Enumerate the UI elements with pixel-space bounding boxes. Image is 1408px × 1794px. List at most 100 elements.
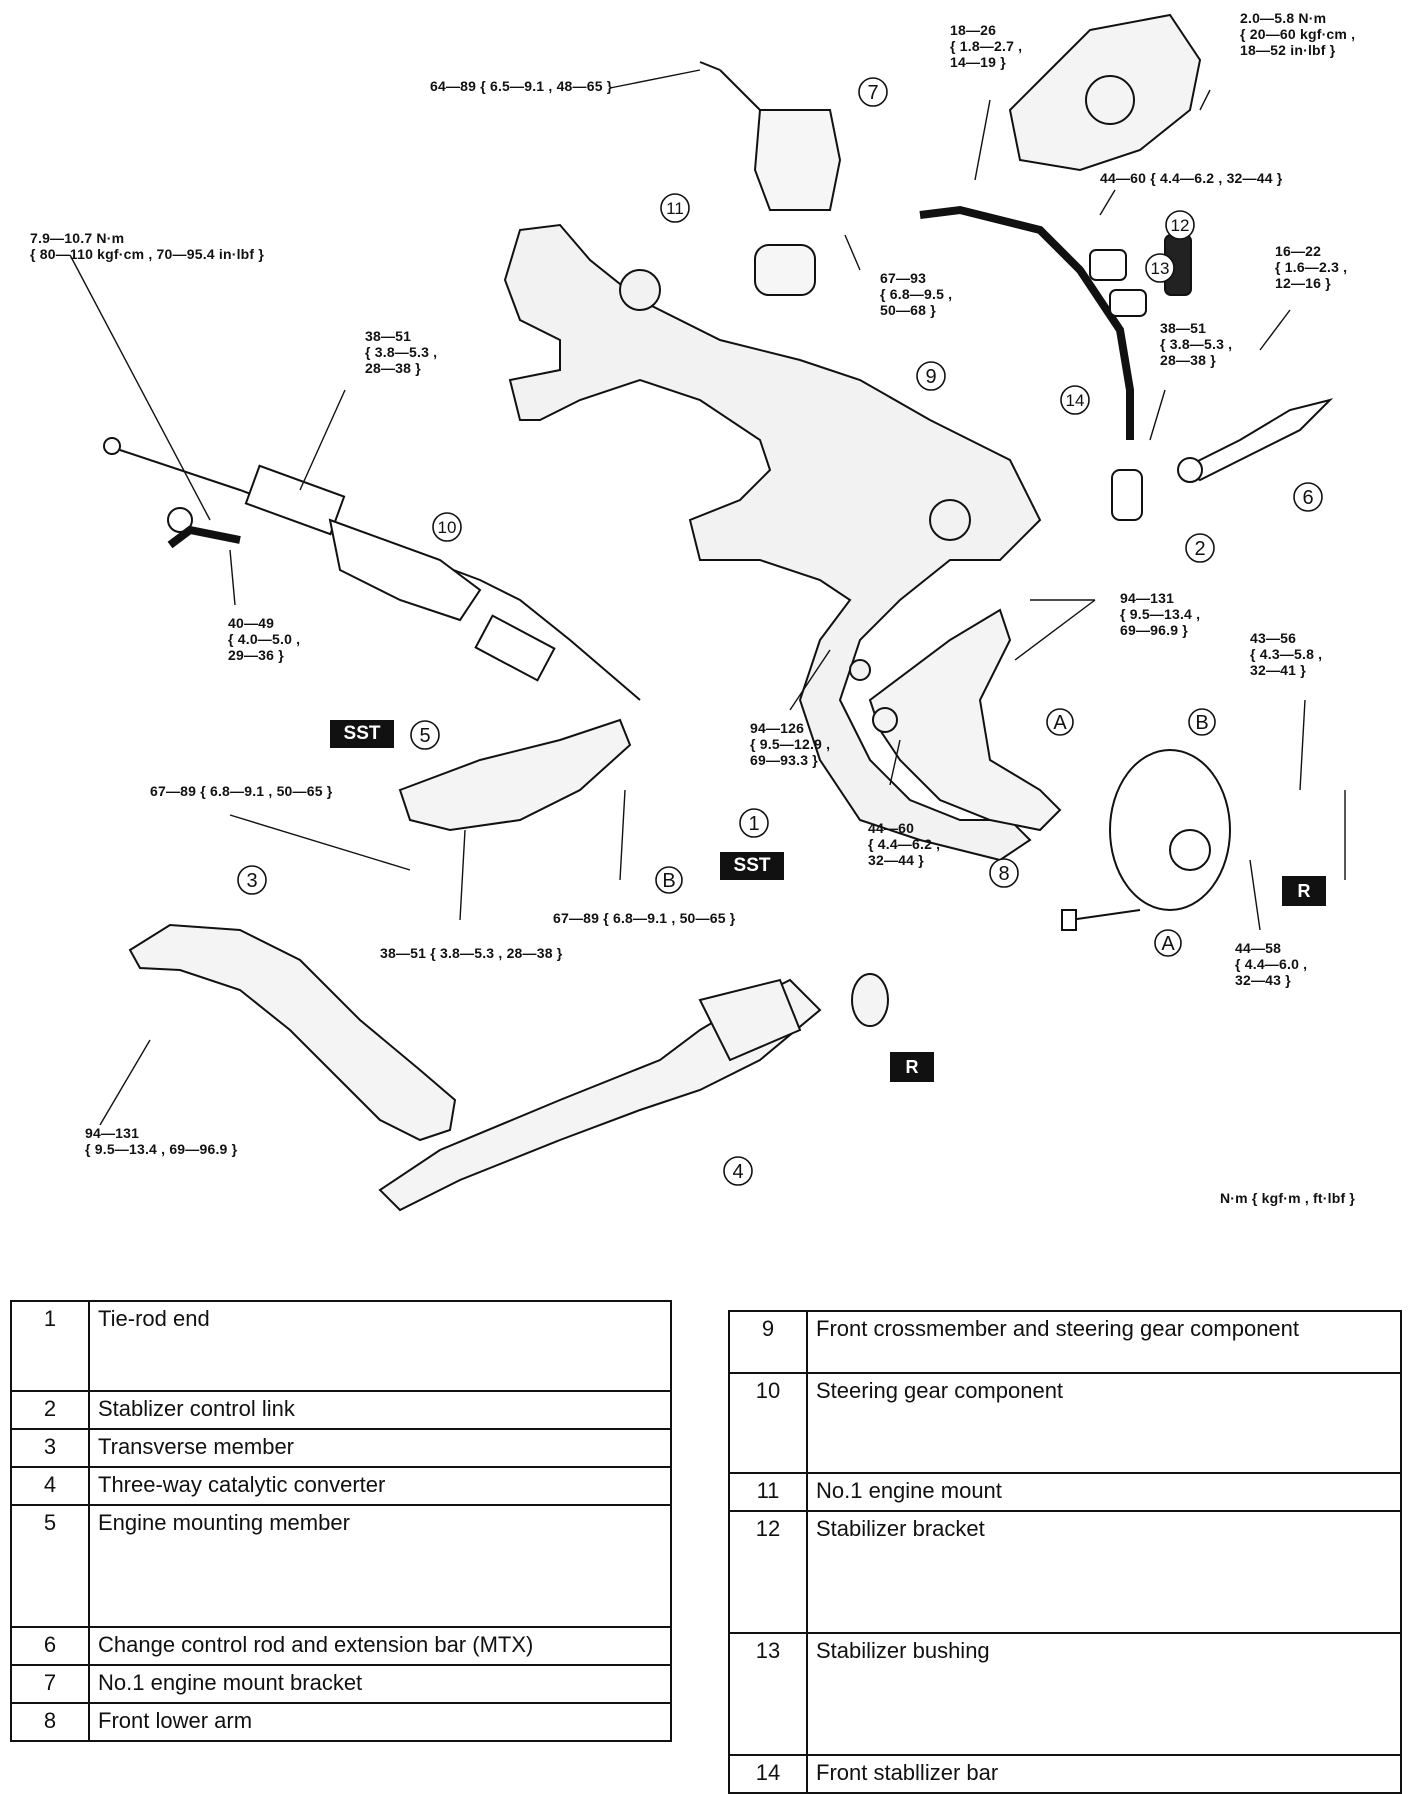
front-crossmember-shape [503, 223, 1042, 862]
r-badge: R [890, 1052, 934, 1082]
svg-text:6: 6 [1302, 487, 1313, 509]
legend-number: 12 [728, 1510, 808, 1634]
legend-part-name: Stablizer control link [88, 1390, 672, 1430]
change-control-rod-shape [1177, 398, 1334, 483]
svg-text:B: B [1195, 712, 1208, 734]
engine-mount-shapes [699, 61, 842, 296]
legend-part-name: No.1 engine mount bracket [88, 1664, 672, 1704]
letter-b-top: B [1188, 708, 1216, 736]
legend-part-name: Front stabllizer bar [806, 1754, 1402, 1794]
legend-number: 8 [10, 1702, 90, 1742]
legend-part-name: Front crossmember and steering gear comp… [806, 1310, 1402, 1374]
svg-text:B: B [662, 870, 675, 892]
torque-label: 94—126 { 9.5—12.9 , 69—93.3 } [750, 720, 831, 768]
legend-part-name: Three-way catalytic converter [88, 1466, 672, 1506]
svg-text:13: 13 [1151, 259, 1170, 278]
legend-number: 9 [728, 1310, 808, 1374]
legend-part-name: No.1 engine mount [806, 1472, 1402, 1512]
svg-text:7: 7 [867, 82, 878, 104]
legend-part-name: Stabilizer bracket [806, 1510, 1402, 1634]
torque-label: 44—60 { 4.4—6.2 , 32—44 } [868, 820, 941, 868]
svg-text:2: 2 [1194, 538, 1205, 560]
torque-label: 44—58 { 4.4—6.0 , 32—43 } [1235, 940, 1308, 988]
sst-badge: SST [720, 852, 784, 880]
torque-label: 67—89 { 6.8—9.1 , 50—65 } [150, 783, 333, 799]
callout-11: 11 [660, 193, 690, 223]
legend-number: 11 [728, 1472, 808, 1512]
parts-drawing [69, 13, 1346, 1212]
callout-14: 14 [1060, 385, 1090, 415]
knuckle-hub-shape [1061, 749, 1231, 931]
letter-a-top: A [1046, 708, 1074, 736]
svg-text:1: 1 [748, 813, 759, 835]
svg-text:10: 10 [438, 518, 457, 537]
catalytic-converter-shape [378, 973, 889, 1212]
callout-8: 8 [989, 858, 1019, 888]
torque-label: 38—51 { 3.8—5.3 , 28—38 } [365, 328, 438, 376]
callout-4: 4 [723, 1156, 753, 1186]
svg-text:14: 14 [1066, 391, 1085, 410]
engine-mounting-member-shape [398, 718, 632, 832]
callout-10: 10 [432, 512, 462, 542]
letter-b-bottom: B [655, 866, 683, 894]
svg-text:A: A [1053, 712, 1067, 734]
torque-label: 64—89 { 6.5—9.1 , 48—65 } [430, 78, 613, 94]
torque-label: 67—93 { 6.8—9.5 , 50—68 } [880, 270, 953, 318]
svg-text:4: 4 [732, 1161, 743, 1183]
legend-number: 10 [728, 1372, 808, 1474]
svg-text:11: 11 [666, 199, 684, 218]
torque-label: 2.0—5.8 N·m { 20—60 kgf·cm , 18—52 in·lb… [1240, 10, 1356, 58]
stabilizer-bar-shape [167, 205, 1134, 549]
torque-label: 94—131 { 9.5—13.4 , 69—96.9 } [1120, 590, 1201, 638]
torque-label: 18—26 { 1.8—2.7 , 14—19 } [950, 22, 1023, 70]
legend-part-name: Engine mounting member [88, 1504, 672, 1628]
torque-label: 94—131 { 9.5—13.4 , 69—96.9 } [85, 1125, 238, 1157]
callout-7: 7 [858, 77, 888, 107]
svg-text:5: 5 [419, 725, 430, 747]
svg-text:3: 3 [246, 870, 257, 892]
torque-label: 38—51 { 3.8—5.3 , 28—38 } [1160, 320, 1233, 368]
svg-text:8: 8 [998, 863, 1009, 885]
sst-badge: SST [330, 720, 394, 748]
torque-label: 16—22 { 1.6—2.3 , 12—16 } [1275, 243, 1348, 291]
r-badge: R [1282, 876, 1326, 906]
legend-number: 1 [10, 1300, 90, 1392]
callout-6: 6 [1293, 482, 1323, 512]
legend-number: 2 [10, 1390, 90, 1430]
callout-13: 13 [1145, 253, 1175, 283]
legend-part-name: Front lower arm [88, 1702, 672, 1742]
svg-text:A: A [1161, 933, 1175, 955]
legend-number: 4 [10, 1466, 90, 1506]
torque-label: 67—89 { 6.8—9.1 , 50—65 } [553, 910, 736, 926]
letter-a-bottom: A [1154, 929, 1182, 957]
legend-number: 13 [728, 1632, 808, 1756]
legend-part-name: Tie-rod end [88, 1300, 672, 1392]
svg-text:9: 9 [925, 366, 936, 388]
torque-label: 38—51 { 3.8—5.3 , 28—38 } [380, 945, 563, 961]
callout-5: 5 [410, 720, 440, 750]
torque-label: 40—49 { 4.0—5.0 , 29—36 } [228, 615, 301, 663]
callout-9: 9 [916, 361, 946, 391]
exploded-parts-diagram: 64—89 { 6.5—9.1 , 48—65 } 18—26 { 1.8—2.… [30, 10, 1356, 1212]
transmission-mount-shape [1008, 13, 1202, 172]
torque-label: 7.9—10.7 N·m { 80—110 kgf·cm , 70—95.4 i… [30, 230, 265, 262]
leader-lines [69, 69, 1346, 1126]
callout-2: 2 [1185, 533, 1215, 563]
unit-note: N·m { kgf·m , ft·lbf } [1220, 1190, 1356, 1206]
legend-number: 5 [10, 1504, 90, 1628]
legend-number: 14 [728, 1754, 808, 1794]
legend-part-name: Transverse member [88, 1428, 672, 1468]
front-lower-arm-shape [868, 608, 1062, 832]
svg-text:12: 12 [1171, 216, 1190, 235]
legend-number: 6 [10, 1626, 90, 1666]
callout-1: 1 [739, 808, 769, 838]
